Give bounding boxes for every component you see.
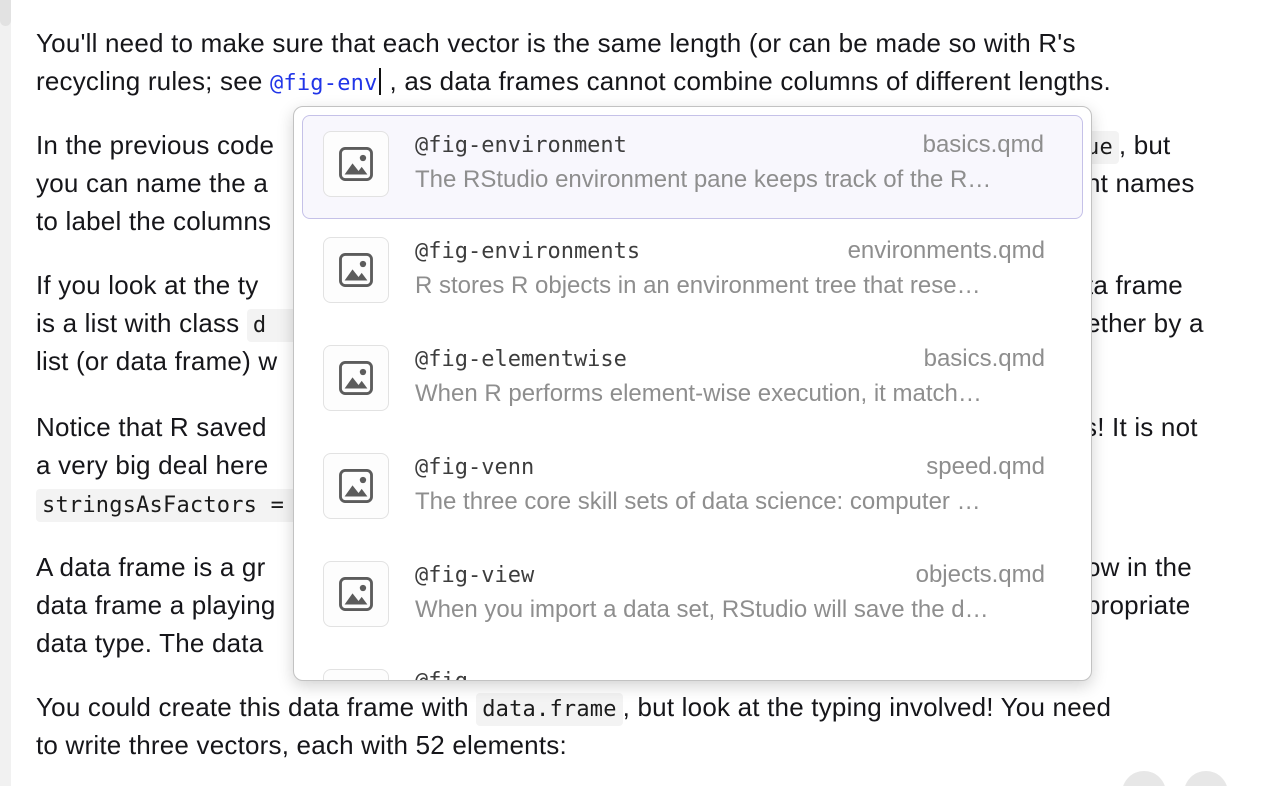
doc-line-fragment[interactable]: propriate: [1086, 586, 1190, 624]
doc-line[interactable]: You'll need to make sure that each vecto…: [36, 24, 1076, 62]
floating-button-right[interactable]: [1184, 771, 1228, 786]
doc-text: is a list with class: [36, 308, 247, 338]
doc-line[interactable]: recycling rules; see @fig-env , as data f…: [36, 62, 1111, 103]
doc-line-fragment[interactable]: ow in the: [1086, 548, 1192, 586]
suggestion-meta: @fig-: [415, 669, 1045, 680]
doc-line-fragment[interactable]: nt names: [1086, 164, 1195, 202]
image-icon: [323, 561, 389, 627]
suggestion-label: @fig-venn: [415, 455, 535, 480]
doc-line[interactable]: stringsAsFactors =: [36, 484, 333, 525]
doc-line-fragment[interactable]: ether by a: [1086, 304, 1204, 342]
suggestion-file: basics.qmd: [923, 345, 1045, 372]
scrollbar-thumb[interactable]: [0, 0, 11, 26]
suggestion-label: @fig-environments: [415, 239, 641, 264]
suggestion-meta: @fig-venn speed.qmd The three core skill…: [415, 453, 1045, 516]
doc-text: to write three vectors, each with 52 ele…: [36, 730, 567, 760]
image-icon: [323, 453, 389, 519]
image-icon: [323, 345, 389, 411]
doc-text: propriate: [1086, 590, 1191, 620]
doc-text: You could create this data frame with: [36, 692, 477, 722]
suggestion-label: @fig-view: [415, 563, 535, 588]
doc-text: ow in the: [1086, 552, 1192, 582]
doc-line[interactable]: to label the columns: [36, 202, 271, 240]
doc-line-fragment[interactable]: ta frame: [1086, 266, 1183, 304]
doc-line[interactable]: you can name the a: [36, 164, 268, 202]
doc-text: ta frame: [1086, 270, 1183, 300]
doc-text: list (or data frame) w: [36, 346, 278, 376]
image-icon: [323, 237, 389, 303]
suggestion-file: objects.qmd: [915, 561, 1045, 588]
doc-line[interactable]: data type. The data: [36, 624, 263, 662]
image-icon: [323, 669, 389, 680]
doc-text: nt names: [1086, 168, 1195, 198]
doc-text: recycling rules; see: [36, 66, 270, 96]
doc-text: , as data frames cannot combine columns …: [389, 66, 1111, 96]
doc-text: If you look at the ty: [36, 270, 259, 300]
doc-line[interactable]: to write three vectors, each with 52 ele…: [36, 726, 567, 764]
suggestion-meta: @fig-environments environments.qmd R sto…: [415, 237, 1045, 300]
suggestion-label: @fig-: [415, 669, 481, 680]
suggestion-item[interactable]: @fig-view objects.qmd When you import a …: [294, 543, 1091, 651]
inline-code: stringsAsFactors =: [36, 489, 333, 522]
selected-suggestion-highlight: @fig-environment basics.qmd The RStudio …: [302, 115, 1083, 219]
doc-text: ether by a: [1086, 308, 1204, 338]
suggestion-file: basics.qmd: [922, 131, 1044, 158]
suggestion-label: @fig-elementwise: [415, 347, 627, 372]
suggestion-description: R stores R objects in an environment tre…: [415, 272, 981, 299]
doc-text: You'll need to make sure that each vecto…: [36, 28, 1076, 58]
suggestion-description: The RStudio environment pane keeps track…: [415, 166, 992, 193]
doc-text: data type. The data: [36, 628, 264, 658]
doc-text: In the previous code: [36, 130, 275, 160]
doc-text: , but: [1118, 130, 1171, 160]
doc-text: A data frame is a gr: [36, 552, 266, 582]
doc-line[interactable]: Notice that R saved: [36, 408, 267, 446]
doc-text: to label the columns: [36, 206, 272, 236]
text-cursor: [378, 68, 381, 95]
doc-line-fragment[interactable]: ue, but: [1080, 126, 1170, 167]
doc-line[interactable]: list (or data frame) w: [36, 342, 277, 380]
doc-text: you can name the a: [36, 168, 268, 198]
doc-line[interactable]: A data frame is a gr: [36, 548, 265, 586]
suggestion-item[interactable]: @fig-environments environments.qmd R sto…: [294, 219, 1091, 327]
suggestion-file: speed.qmd: [926, 453, 1045, 480]
left-gutter: [0, 0, 11, 786]
doc-text: a very big deal here: [36, 450, 269, 480]
suggestion-item[interactable]: @fig-environment basics.qmd The RStudio …: [303, 116, 1082, 218]
suggestion-meta: @fig-environment basics.qmd The RStudio …: [415, 131, 1044, 194]
doc-line[interactable]: In the previous code: [36, 126, 274, 164]
crossref-token[interactable]: @fig-env: [269, 71, 378, 96]
suggestion-file: environments.qmd: [847, 237, 1045, 264]
suggestion-item[interactable]: @fig-elementwise basics.qmd When R perfo…: [294, 327, 1091, 435]
suggestion-description: The three core skill sets of data scienc…: [415, 488, 981, 515]
doc-text: Notice that R saved: [36, 412, 267, 442]
crossref-completion-popup: @fig-environment basics.qmd The RStudio …: [293, 106, 1092, 681]
inline-code: data.frame: [476, 693, 623, 726]
doc-line[interactable]: If you look at the ty: [36, 266, 258, 304]
doc-line[interactable]: is a list with class d: [36, 304, 315, 345]
doc-text: s! It is not: [1084, 412, 1198, 442]
floating-button-left[interactable]: [1122, 771, 1166, 786]
doc-text: data frame a playing: [36, 590, 276, 620]
suggestion-item[interactable]: @fig-: [294, 651, 1091, 680]
doc-text: , but look at the typing involved! You n…: [622, 692, 1112, 722]
suggestion-description: When you import a data set, RStudio will…: [415, 596, 989, 623]
doc-line[interactable]: You could create this data frame with da…: [36, 688, 1111, 729]
suggestion-description: When R performs element-wise execution, …: [415, 380, 982, 407]
suggestion-meta: @fig-view objects.qmd When you import a …: [415, 561, 1045, 624]
image-icon: [323, 131, 389, 197]
doc-line[interactable]: a very big deal here: [36, 446, 268, 484]
doc-line-fragment[interactable]: s! It is not: [1084, 408, 1198, 446]
suggestion-meta: @fig-elementwise basics.qmd When R perfo…: [415, 345, 1045, 408]
doc-line[interactable]: data frame a playing: [36, 586, 276, 624]
suggestion-item[interactable]: @fig-venn speed.qmd The three core skill…: [294, 435, 1091, 543]
suggestion-label: @fig-environment: [415, 133, 627, 158]
